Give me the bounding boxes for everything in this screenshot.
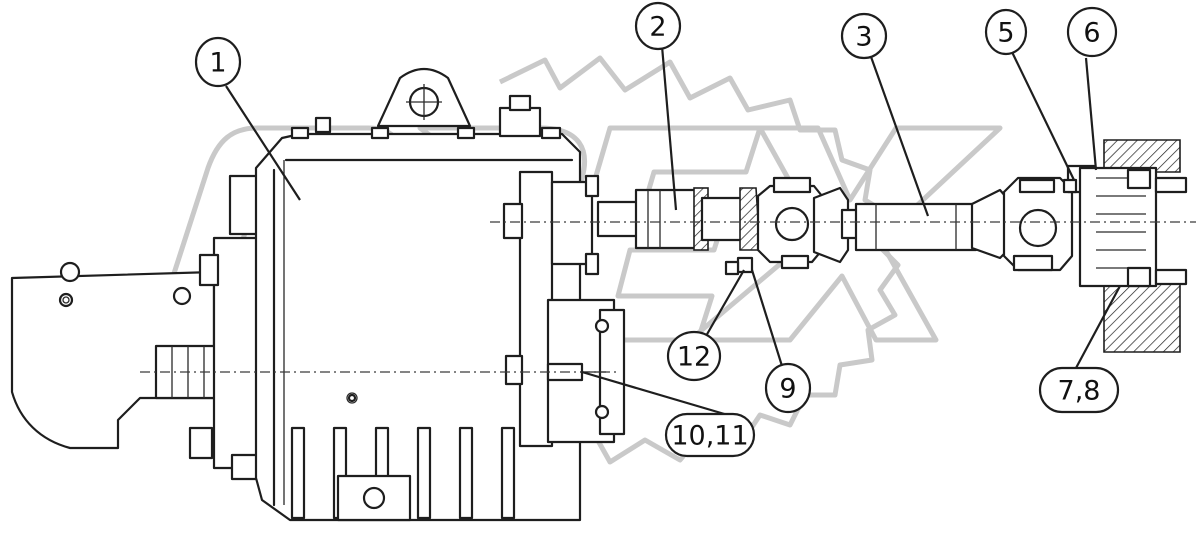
spline-coupling	[596, 187, 761, 276]
pulley-hub	[1062, 139, 1188, 353]
callout-7-8: 7,8	[1038, 366, 1120, 414]
svg-text:3: 3	[855, 22, 872, 53]
callout-2: 2	[634, 1, 682, 51]
svg-text:5: 5	[997, 18, 1014, 49]
leader-lines	[225, 45, 1121, 420]
svg-text:1: 1	[209, 48, 226, 79]
svg-text:2: 2	[649, 12, 666, 43]
watermark-gear-outline	[498, 55, 901, 465]
callout-12: 12	[666, 330, 722, 382]
universal-joint-front	[756, 176, 862, 270]
callout-5: 5	[984, 8, 1028, 56]
universal-joint-rear	[970, 176, 1074, 272]
callout-9: 9	[764, 362, 812, 414]
driveshaft	[854, 202, 978, 252]
svg-text:10,11: 10,11	[671, 421, 748, 452]
callout-6: 6	[1066, 6, 1118, 58]
callout-1: 1	[194, 36, 242, 88]
mounting-bracket	[10, 261, 216, 450]
svg-text:7,8: 7,8	[1058, 376, 1101, 407]
callout-3: 3	[840, 12, 888, 60]
gearbox-housing	[188, 67, 582, 522]
svg-text:9: 9	[779, 374, 796, 405]
svg-text:12: 12	[677, 342, 711, 373]
svg-text:6: 6	[1083, 18, 1100, 49]
callout-10-11: 10,11	[664, 412, 756, 458]
